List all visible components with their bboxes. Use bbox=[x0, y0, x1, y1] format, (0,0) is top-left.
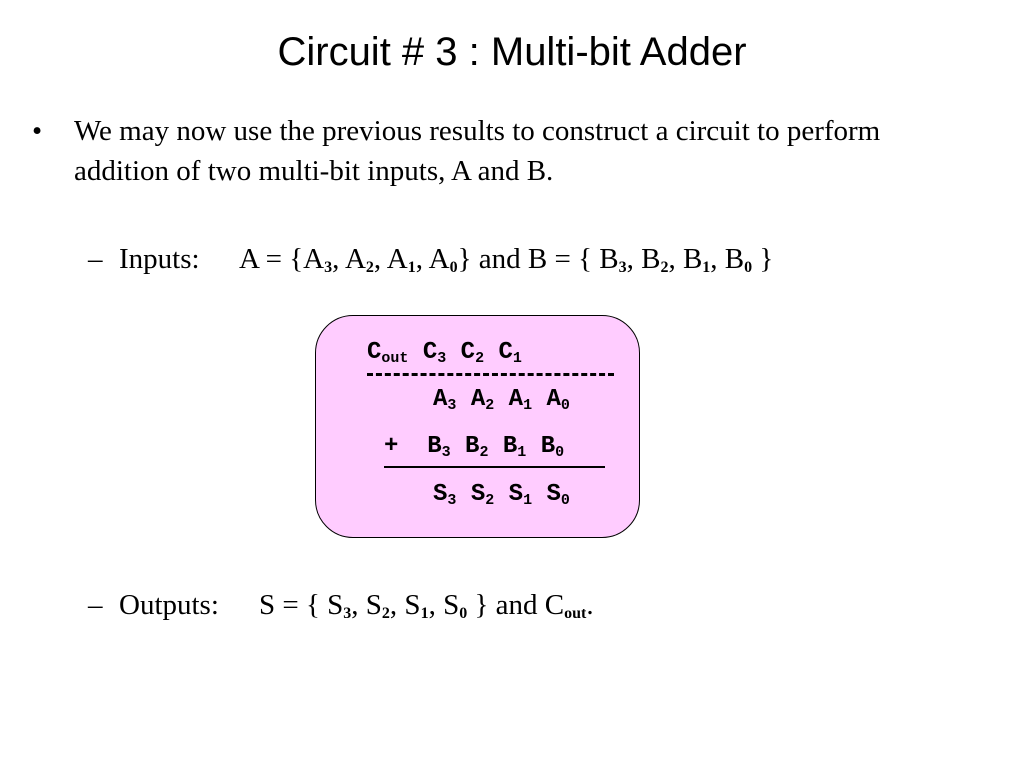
a-row: A3 A2 A1 A0 bbox=[433, 386, 570, 414]
b-base: B bbox=[465, 433, 480, 460]
inputs-sep: , B bbox=[626, 243, 661, 275]
carry-sub: out bbox=[381, 350, 409, 367]
s-term: S0 bbox=[546, 481, 569, 508]
a-base: A bbox=[433, 386, 448, 413]
a-base: A bbox=[470, 386, 486, 413]
outputs-mid: } and C bbox=[467, 589, 565, 621]
carry-base: C bbox=[367, 339, 382, 366]
s-sub: 1 bbox=[523, 492, 533, 509]
s-term: S2 bbox=[471, 481, 494, 508]
s-base: S bbox=[433, 481, 448, 508]
s-sub: 0 bbox=[560, 492, 570, 509]
b-base: B bbox=[540, 433, 556, 460]
inputs-b2-sub: 2 bbox=[660, 259, 669, 276]
b-base: B bbox=[502, 433, 518, 460]
a-term: A1 bbox=[509, 386, 532, 413]
inputs-a2-sub: 2 bbox=[365, 259, 374, 276]
outputs-s0-sub: 0 bbox=[459, 605, 468, 622]
outputs-s1-sub: 1 bbox=[420, 605, 429, 622]
a-sub: 0 bbox=[560, 397, 570, 414]
s-row: S3 S2 S1 S0 bbox=[433, 481, 570, 509]
b-term: B0 bbox=[541, 433, 564, 460]
carry-sub: 1 bbox=[512, 350, 522, 367]
s-sub: 3 bbox=[447, 492, 457, 509]
b-term: B2 bbox=[465, 433, 488, 460]
dashed-separator bbox=[367, 373, 614, 376]
inputs-b-open: } and B = { B bbox=[457, 243, 619, 275]
b-sub: 0 bbox=[555, 444, 565, 461]
outputs-s-open: S = { S bbox=[259, 589, 344, 621]
inputs-sep: , A bbox=[332, 243, 366, 275]
b-term: B1 bbox=[503, 433, 526, 460]
outputs-line: – Outputs:S = { S3, S2, S1, S0 } and Cou… bbox=[88, 585, 594, 625]
a-base: A bbox=[508, 386, 524, 413]
inputs-b3-sub: 3 bbox=[618, 259, 627, 276]
bullet-marker: • bbox=[32, 115, 43, 147]
inputs-b0-sub: 0 bbox=[744, 259, 753, 276]
s-base: S bbox=[470, 481, 486, 508]
carry-base: C bbox=[460, 339, 476, 366]
bullet-text: We may now use the previous results to c… bbox=[74, 115, 881, 187]
outputs-cout-sub: out bbox=[564, 605, 587, 622]
outputs-end: . bbox=[586, 589, 594, 621]
inputs-close: } bbox=[752, 243, 774, 275]
inputs-sep: , B bbox=[710, 243, 745, 275]
b-sub: 1 bbox=[517, 444, 527, 461]
outputs-s2-sub: 2 bbox=[381, 605, 390, 622]
inputs-sep: , B bbox=[668, 243, 703, 275]
carry-term: C2 bbox=[461, 339, 484, 366]
inputs-sep: , A bbox=[415, 243, 450, 275]
inputs-a0-sub: 0 bbox=[449, 259, 458, 276]
s-sub: 2 bbox=[485, 492, 495, 509]
b-row: + B3 B2 B1 B0 bbox=[384, 433, 564, 461]
a-base: A bbox=[546, 386, 561, 413]
s-base: S bbox=[546, 481, 561, 508]
inputs-line: – Inputs:A = {A3, A2, A1, A0} and B = { … bbox=[88, 239, 773, 279]
outputs-sep: , S bbox=[428, 589, 460, 621]
s-term: S3 bbox=[433, 481, 456, 508]
outputs-sep: , S bbox=[351, 589, 382, 621]
s-base: S bbox=[508, 481, 524, 508]
carry-term: C3 bbox=[423, 339, 446, 366]
a-term: A3 bbox=[433, 386, 456, 413]
outputs-s3-sub: 3 bbox=[343, 605, 352, 622]
b-base: B bbox=[427, 433, 442, 460]
carry-term: C1 bbox=[498, 339, 521, 366]
outputs-sep: , S bbox=[389, 589, 421, 621]
a-term: A0 bbox=[546, 386, 569, 413]
b-sub: 2 bbox=[479, 444, 489, 461]
a-sub: 3 bbox=[447, 397, 457, 414]
carry-row: Cout C3 C2 C1 bbox=[367, 339, 522, 367]
main-bullet: • We may now use the previous results to… bbox=[32, 111, 952, 191]
s-term: S1 bbox=[509, 481, 532, 508]
a-sub: 1 bbox=[523, 397, 533, 414]
dash-marker: – bbox=[88, 243, 103, 275]
outputs-label: Outputs: bbox=[119, 589, 219, 621]
carry-sub: 2 bbox=[475, 350, 485, 367]
carry-term: Cout bbox=[367, 339, 408, 366]
a-sub: 2 bbox=[485, 397, 495, 414]
dash-marker: – bbox=[88, 589, 103, 621]
inputs-a-open: A = {A bbox=[239, 243, 325, 275]
adder-diagram-box bbox=[315, 315, 640, 538]
plus-sign: + bbox=[384, 433, 399, 460]
b-term: B3 bbox=[427, 433, 450, 460]
carry-sub: 3 bbox=[437, 350, 447, 367]
carry-base: C bbox=[498, 339, 513, 366]
inputs-b1-sub: 1 bbox=[702, 259, 711, 276]
slide-title: Circuit # 3 : Multi-bit Adder bbox=[277, 30, 747, 74]
sum-line bbox=[384, 466, 605, 468]
inputs-sep: , A bbox=[373, 243, 408, 275]
a-term: A2 bbox=[471, 386, 494, 413]
b-sub: 3 bbox=[441, 444, 451, 461]
inputs-a3-sub: 3 bbox=[324, 259, 333, 276]
carry-base: C bbox=[422, 339, 438, 366]
inputs-label: Inputs: bbox=[119, 243, 200, 275]
inputs-a1-sub: 1 bbox=[407, 259, 416, 276]
